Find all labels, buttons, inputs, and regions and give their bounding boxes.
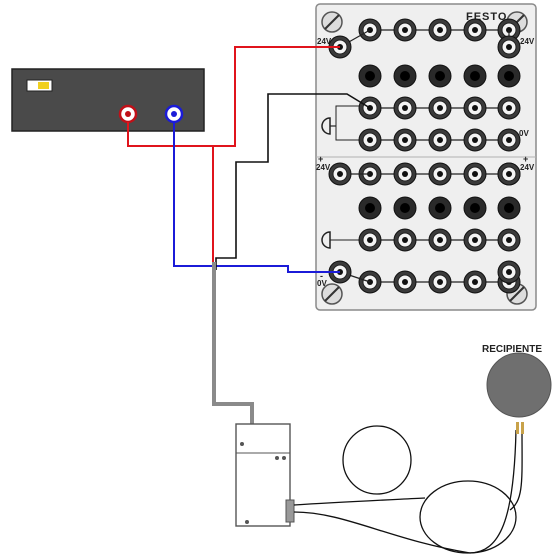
socket-terminal[interactable] (393, 18, 417, 42)
lamp-symbol-icon (321, 105, 366, 141)
red-wire (213, 46, 340, 147)
socket-terminal[interactable] (497, 228, 521, 252)
socket-terminal[interactable] (393, 228, 417, 252)
solenoid-valve (235, 423, 295, 527)
socket-terminal[interactable] (463, 64, 487, 88)
socket-terminal[interactable] (428, 270, 452, 294)
socket-terminal[interactable] (358, 196, 382, 220)
socket-terminal[interactable] (428, 96, 452, 120)
socket-terminal[interactable] (428, 64, 452, 88)
tube-coil (342, 425, 412, 495)
socket-terminal[interactable] (497, 162, 521, 186)
socket-terminal[interactable] (393, 64, 417, 88)
socket-grid (328, 18, 521, 294)
socket-terminal[interactable] (497, 35, 521, 59)
socket-terminal[interactable] (393, 128, 417, 152)
festo-terminal-board: FESTO 24V 24V 0V + 24V + 24V - 0V (315, 3, 537, 311)
socket-terminal[interactable] (358, 228, 382, 252)
black-wire (215, 93, 371, 270)
pneumatic-tubing (293, 425, 523, 554)
label-plus-right: + (523, 154, 528, 164)
socket-terminal[interactable] (463, 228, 487, 252)
socket-terminal[interactable] (428, 18, 452, 42)
socket-terminal[interactable] (393, 162, 417, 186)
label-minus-left: - (320, 271, 323, 281)
socket-terminal[interactable] (358, 128, 382, 152)
socket-terminal[interactable] (428, 228, 452, 252)
socket-terminal[interactable] (463, 196, 487, 220)
red-wire (127, 122, 214, 270)
socket-terminal[interactable] (497, 196, 521, 220)
socket-terminal[interactable] (328, 162, 352, 186)
power-switch[interactable] (26, 79, 53, 92)
recipient: RECIPIENTE (482, 344, 552, 434)
socket-terminal[interactable] (393, 96, 417, 120)
label-0v-upper: 0V (519, 129, 529, 138)
recipient-vessel (486, 352, 552, 418)
recipient-label: RECIPIENTE (482, 344, 542, 355)
socket-terminal[interactable] (463, 270, 487, 294)
label-0v-lower: 0V (317, 279, 327, 288)
gray-cable (212, 262, 254, 450)
socket-terminal[interactable] (428, 162, 452, 186)
socket-terminal[interactable] (497, 64, 521, 88)
label-plus-left: + (318, 154, 323, 164)
socket-terminal[interactable] (497, 128, 521, 152)
label-24v-mid-right: 24V (520, 163, 535, 172)
socket-terminal[interactable] (393, 196, 417, 220)
tube-coil (419, 480, 517, 554)
socket-terminal[interactable] (428, 128, 452, 152)
socket-terminal[interactable] (428, 196, 452, 220)
power-supply (11, 68, 205, 132)
socket-terminal[interactable] (463, 18, 487, 42)
label-24v-mid-left: 24V (316, 163, 331, 172)
screw-icon (321, 11, 343, 33)
socket-terminal[interactable] (497, 96, 521, 120)
socket-terminal[interactable] (463, 128, 487, 152)
screw-icon (321, 283, 343, 305)
socket-terminal[interactable] (497, 260, 521, 284)
blue-wire (173, 122, 340, 273)
socket-terminal[interactable] (463, 96, 487, 120)
socket-terminal[interactable] (463, 162, 487, 186)
socket-terminal[interactable] (358, 64, 382, 88)
label-24v-top-left: 24V (317, 37, 332, 46)
label-24v-top-right: 24V (520, 37, 535, 46)
socket-terminal[interactable] (393, 270, 417, 294)
